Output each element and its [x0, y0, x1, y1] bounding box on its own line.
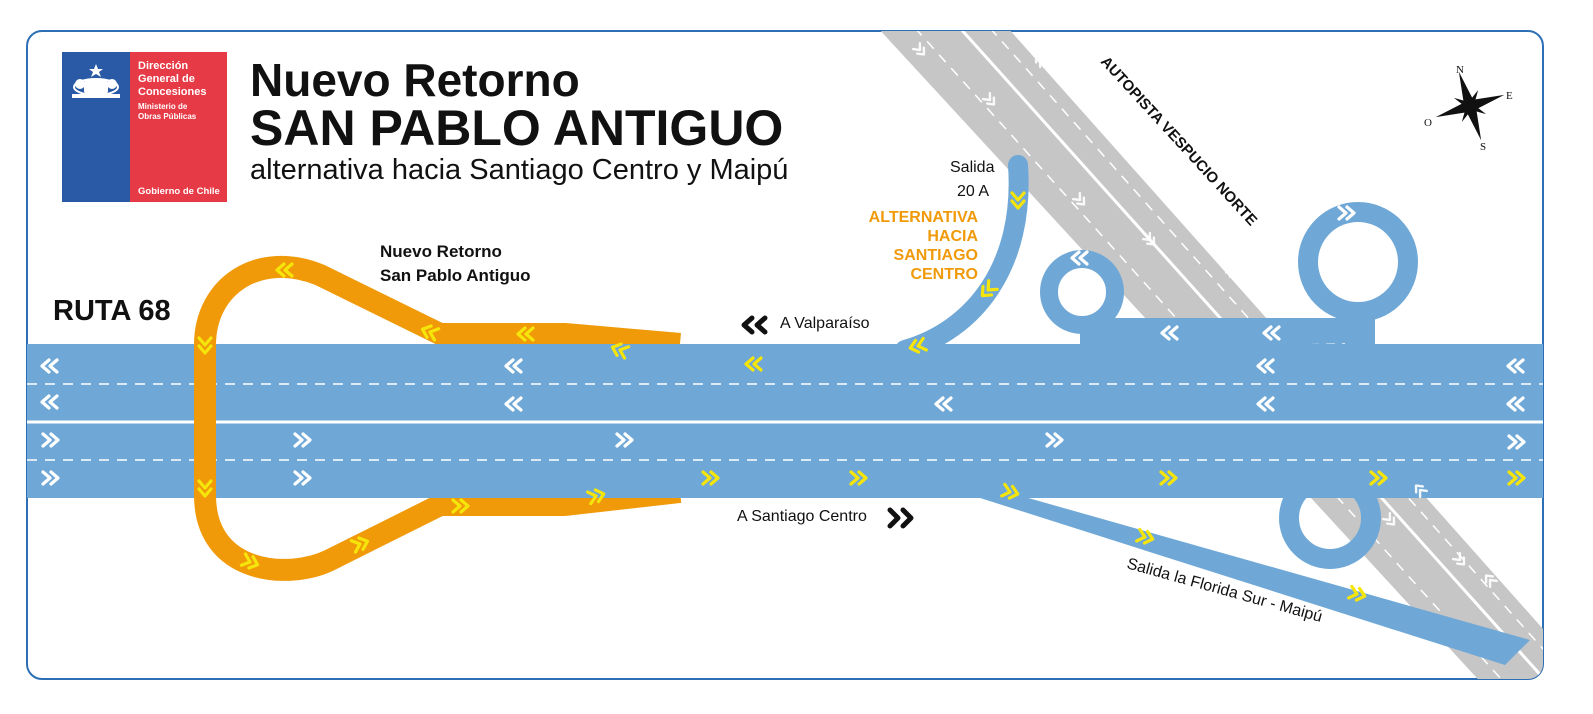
logo-line-2: General de — [138, 73, 195, 85]
alt-line-3: SANTIAGO — [893, 247, 978, 264]
government-logo: Dirección General de Concesiones Ministe… — [62, 52, 227, 202]
ruta-68-label: RUTA 68 — [53, 295, 171, 327]
logo-ministry-2: Obras Públicas — [138, 112, 197, 121]
cloverleaf-loop-left — [1040, 250, 1124, 334]
alt-line-1: ALTERNATIVA — [868, 209, 978, 226]
cloverleaf-connector — [1080, 318, 1375, 348]
valparaiso-label: A Valparaíso — [780, 315, 870, 332]
logo-red-panel: Dirección General de Concesiones Ministe… — [130, 52, 227, 202]
florida-ramp — [955, 490, 1530, 665]
retorno-label-2: San Pablo Antiguo — [380, 266, 531, 285]
santiago-centro-label: A Santiago Centro — [737, 508, 867, 525]
cloverleaf-loop-right — [1298, 202, 1418, 322]
alternativa-label: ALTERNATIVA HACIA SANTIAGO CENTRO — [840, 208, 978, 284]
coat-of-arms-icon — [72, 64, 120, 98]
compass-rose-icon: N E S O — [1424, 64, 1513, 153]
salida-label-2: 20 A — [957, 183, 990, 200]
alt-line-4: CENTRO — [910, 266, 978, 283]
subtitle: alternativa hacia Santiago Centro y Maip… — [250, 154, 789, 186]
salida-label-1: Salida — [950, 159, 995, 176]
compass-e: E — [1506, 90, 1513, 102]
compass-o: O — [1424, 117, 1432, 129]
compass-n: N — [1456, 64, 1464, 76]
logo-blue-panel — [62, 52, 130, 202]
logo-ministry-1: Ministerio de — [138, 102, 188, 111]
title-line-1: Nuevo Retorno — [250, 54, 580, 106]
logo-line-1: Dirección — [138, 60, 189, 72]
logo-line-3: Concesiones — [138, 86, 207, 98]
ruta-68-main-road — [27, 344, 1543, 498]
alt-line-2: HACIA — [927, 228, 978, 245]
compass-s: S — [1480, 141, 1486, 153]
retorno-crossing — [194, 344, 216, 498]
santiago-chevron-icon — [887, 507, 914, 529]
logo-footer: Gobierno de Chile — [138, 186, 220, 197]
retorno-label-1: Nuevo Retorno — [380, 242, 502, 261]
valparaiso-chevron-icon — [741, 315, 768, 335]
title-line-2: SAN PABLO ANTIGUO — [250, 100, 784, 156]
